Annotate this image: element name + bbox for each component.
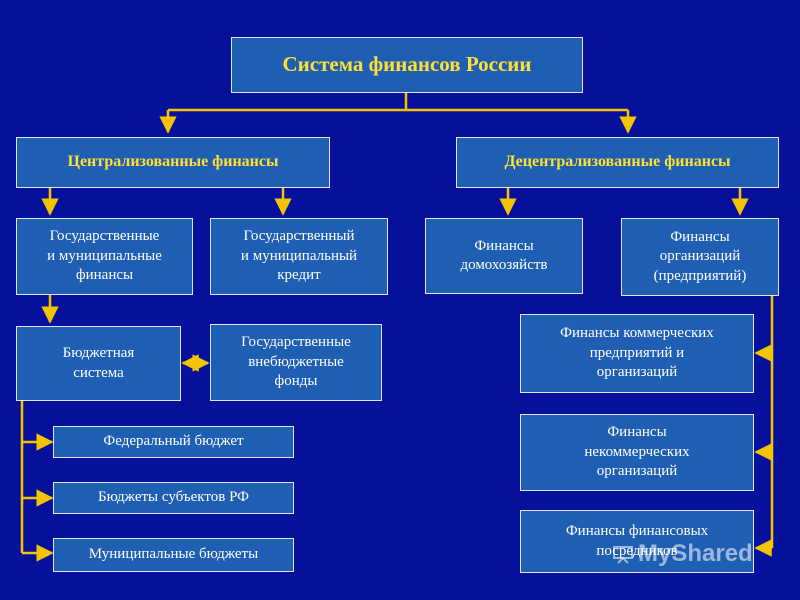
state-municipal-finance-label: Государственные и муниципальные финансы xyxy=(47,228,162,284)
regional-budgets-label: Бюджеты субъектов РФ xyxy=(97,489,250,506)
decentralized-finance-box: Децентрализованные финансы xyxy=(456,137,779,188)
commercial-finance-label: Финансы коммерческих предприятий и орган… xyxy=(560,325,714,381)
federal-budget-box: Федеральный бюджет xyxy=(53,426,294,458)
title-box: Система финансов России xyxy=(231,37,583,93)
organization-finance-box: Финансы организаций (предприятий) xyxy=(621,218,779,296)
presentation-icon xyxy=(613,546,633,564)
connector-title-split xyxy=(168,93,628,112)
extrabudgetary-funds-box: Государственные внебюджетные фонды xyxy=(210,324,382,401)
centralized-finance-box: Централизованные финансы xyxy=(16,137,330,188)
state-municipal-credit-label: Государственный и муниципальный кредит xyxy=(240,228,358,284)
extrabudgetary-funds-label: Государственные внебюджетные фонды xyxy=(241,334,351,390)
budget-system-box: Бюджетная система xyxy=(16,326,181,401)
watermark: MyShared xyxy=(612,540,753,568)
regional-budgets-box: Бюджеты субъектов РФ xyxy=(53,482,294,514)
municipal-budgets-label: Муниципальные бюджеты xyxy=(88,546,259,563)
noncommercial-finance-box: Финансы некоммерческих организаций xyxy=(520,414,754,491)
page-title: Система финансов России xyxy=(282,52,532,77)
budget-system-label: Бюджетная система xyxy=(62,345,135,381)
noncommercial-finance-label: Финансы некоммерческих организаций xyxy=(584,424,690,480)
state-municipal-credit-box: Государственный и муниципальный кредит xyxy=(210,218,388,295)
household-finance-box: Финансы домохозяйств xyxy=(425,218,583,294)
decentralized-finance-label: Децентрализованные финансы xyxy=(504,153,731,171)
household-finance-label: Финансы домохозяйств xyxy=(460,237,548,274)
commercial-finance-box: Финансы коммерческих предприятий и орган… xyxy=(520,314,754,393)
watermark-text: MyShared xyxy=(638,540,753,567)
centralized-finance-label: Централизованные финансы xyxy=(67,153,279,171)
federal-budget-label: Федеральный бюджет xyxy=(103,433,244,450)
organization-finance-label: Финансы организаций (предприятий) xyxy=(653,228,747,284)
state-municipal-finance-box: Государственные и муниципальные финансы xyxy=(16,218,193,295)
municipal-budgets-box: Муниципальные бюджеты xyxy=(53,538,294,572)
